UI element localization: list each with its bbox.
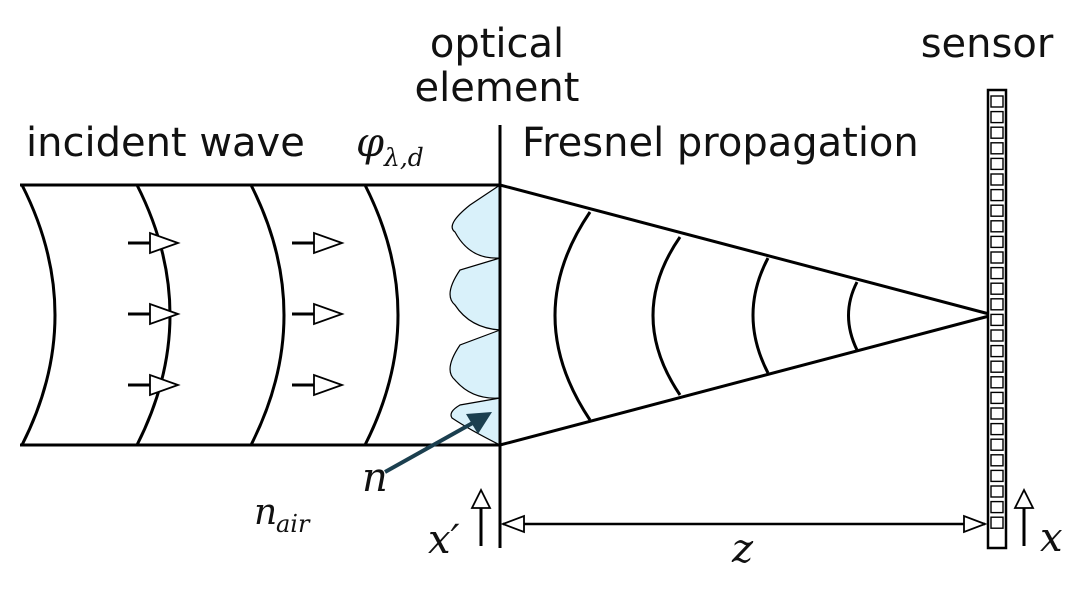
sensor-pixel bbox=[990, 188, 1004, 202]
sensor-pixel bbox=[990, 266, 1004, 280]
sensor-label: sensor bbox=[921, 21, 1054, 67]
x-arrow-head bbox=[1013, 487, 1035, 509]
incident-beam bbox=[20, 183, 500, 447]
z-dimension bbox=[500, 514, 988, 534]
phi-symbol: φ bbox=[356, 120, 384, 166]
right-arrow-icon bbox=[128, 373, 181, 397]
sensor-pixel bbox=[990, 157, 1004, 171]
right-arrow-icon bbox=[292, 231, 345, 255]
n-air-subscript: air bbox=[276, 510, 311, 538]
sensor-pixel bbox=[990, 485, 1004, 498]
sensor-pixel bbox=[990, 235, 1004, 249]
n-pointer-line bbox=[384, 418, 479, 474]
sensor-pixel bbox=[990, 110, 1004, 124]
sensor-pixel bbox=[990, 282, 1004, 295]
n-air-label: n bbox=[254, 492, 277, 533]
x-axis-arrow bbox=[1013, 487, 1035, 546]
cone-top-edge bbox=[499, 183, 994, 317]
wave-arrows bbox=[128, 231, 345, 397]
x-label: x bbox=[1040, 515, 1063, 561]
propagation-cone bbox=[499, 183, 994, 447]
cone-wavefront-1 bbox=[553, 211, 592, 421]
sensor-pixel bbox=[990, 454, 1004, 467]
cone-wavefront-3 bbox=[751, 257, 770, 374]
cone-wavefront-2 bbox=[651, 236, 682, 396]
fresnel-propagation-label: Fresnel propagation bbox=[522, 120, 919, 166]
cone-bottom-edge bbox=[499, 313, 994, 447]
sensor-pixel bbox=[990, 313, 1004, 327]
sensor-pixel bbox=[990, 173, 1004, 186]
right-arrow-icon bbox=[292, 302, 345, 326]
sensor-pixel bbox=[990, 407, 1004, 420]
sensor-pixel bbox=[990, 220, 1004, 233]
sensor-pixel bbox=[990, 95, 1004, 108]
x-prime-arrow-head bbox=[470, 487, 492, 509]
sensor-pixel bbox=[990, 142, 1004, 155]
lens-relief-shape bbox=[449, 183, 501, 446]
sensor-pixels bbox=[990, 95, 1004, 529]
sensor-pixel bbox=[990, 298, 1004, 311]
cone-wavefront-4 bbox=[847, 281, 859, 351]
right-arrow-icon bbox=[128, 231, 181, 255]
phi-subscript: λ,d bbox=[383, 143, 424, 172]
optical-element-label-line2: element bbox=[415, 65, 580, 111]
wavefront-4 bbox=[363, 184, 400, 446]
n-pointer bbox=[384, 412, 492, 474]
sensor-pixel bbox=[990, 204, 1004, 217]
sensor-pixel bbox=[990, 391, 1004, 405]
sensor-pixel bbox=[990, 500, 1004, 514]
sensor-pixel bbox=[990, 344, 1004, 358]
sensor-pixel bbox=[990, 251, 1004, 264]
right-arrow-icon bbox=[128, 302, 181, 326]
x-prime-axis-arrow bbox=[470, 487, 492, 546]
sensor-pixel bbox=[990, 438, 1004, 451]
z-label: z bbox=[731, 526, 754, 572]
wavefront-3 bbox=[249, 184, 286, 446]
incident-wave-label: incident wave bbox=[26, 120, 305, 166]
x-prime-label: x′ bbox=[428, 517, 460, 563]
wavefront-1 bbox=[20, 184, 57, 446]
sensor-pixel bbox=[990, 329, 1004, 342]
sensor-pixel bbox=[990, 422, 1004, 436]
sensor-pixel bbox=[990, 516, 1004, 529]
sensor-pixel bbox=[990, 376, 1004, 389]
z-arrow-left-head bbox=[500, 514, 525, 534]
optical-element bbox=[449, 125, 502, 548]
right-arrow-icon bbox=[292, 373, 345, 397]
sensor bbox=[986, 88, 1008, 550]
sensor-pixel bbox=[990, 469, 1004, 483]
sensor-pixel bbox=[990, 360, 1004, 373]
n-pointer-head bbox=[466, 412, 492, 434]
z-arrow-right-head bbox=[963, 514, 988, 534]
n-label: n bbox=[362, 455, 388, 501]
optical-element-label-line1: optical bbox=[430, 21, 564, 67]
sensor-pixel bbox=[990, 126, 1004, 139]
